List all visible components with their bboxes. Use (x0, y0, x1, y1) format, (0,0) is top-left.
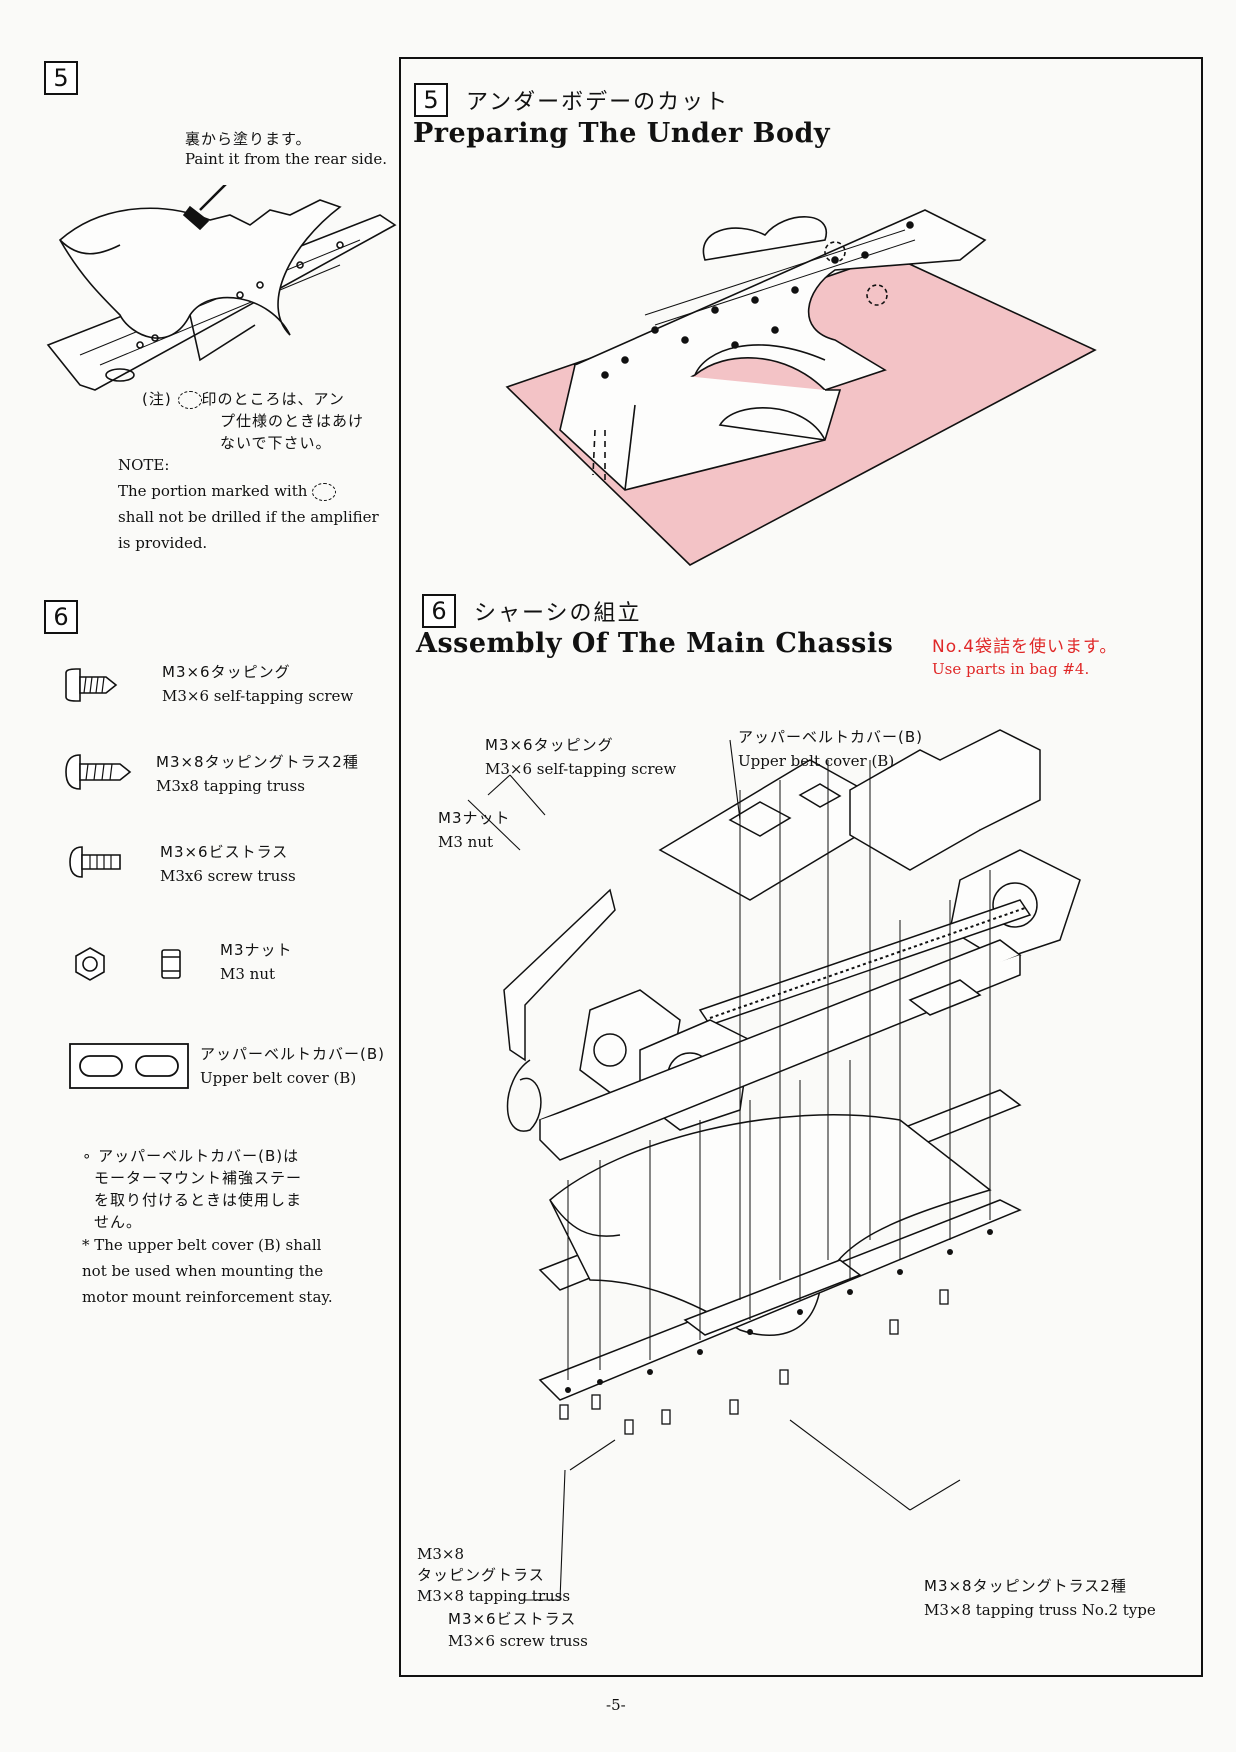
part-self-tapping-screw: M3×6タッピング M3×6 self-tapping screw (162, 663, 354, 705)
nut-icon (75, 947, 181, 981)
underbody-paint-figure (46, 185, 397, 391)
main-step5-title-jp: アンダーボデーのカット (466, 90, 730, 115)
step6-number-box: 6 (44, 600, 78, 634)
step5-caution-jp: (注) 印のところは、アン プ仕様のときはあけ ないで下さい。 (142, 390, 365, 452)
screw-truss-icon (69, 846, 121, 878)
dashed-circle-icon (312, 483, 337, 501)
underbody-cut-figure (505, 209, 1097, 566)
main-chassis-assembly-figure (467, 729, 1081, 1601)
part-nut: M3ナット M3 nut (220, 941, 293, 983)
page-number: -5- (606, 1696, 626, 1714)
part-screw-truss: M3×6ビストラス M3x6 screw truss (160, 843, 296, 885)
main-instruction-frame (399, 57, 1203, 1677)
main-step5-number-box: 5 (414, 83, 448, 117)
label-tapping-truss-no2: M3×8タッピングトラス2種 M3×8 tapping truss No.2 t… (924, 1577, 1156, 1619)
label-m3-nut: M3ナット M3 nut (438, 809, 511, 851)
main-step6-number-box: 6 (422, 594, 456, 628)
self-tapping-screw-icon (65, 668, 118, 702)
label-screw-truss: M3×6ビストラス M3×6 screw truss (448, 1610, 588, 1650)
label-self-tapping-screw: M3×6タッピング M3×6 self-tapping screw (485, 736, 677, 778)
bag-instruction-jp: No.4袋詰を使います。 (932, 637, 1118, 657)
step6-caution-en: * The upper belt cover (B) shall not be … (82, 1236, 333, 1306)
step6-caution-jp: ∘ アッパーベルトカバー(B)は モーターマウント補強ステー を取り付けるときは… (82, 1147, 303, 1231)
main-step6-title-jp: シャーシの組立 (474, 601, 642, 626)
belt-cover-icon (69, 1043, 189, 1089)
paint-instruction-en: Paint it from the rear side. (185, 150, 387, 168)
step5-number-box: 5 (44, 61, 78, 95)
label-upper-belt-cover: アッパーベルトカバー(B) Upper belt cover (B) (738, 728, 923, 770)
dashed-circle-icon (177, 390, 202, 409)
bag-instruction-en: Use parts in bag #4. (932, 660, 1090, 678)
main-step6-title-en: Assembly Of The Main Chassis (416, 628, 894, 659)
paint-instruction-jp: 裏から塗ります。 (185, 130, 312, 148)
label-tapping-truss-left: M3×8 タッピングトラス M3×8 tapping truss (417, 1545, 571, 1605)
part-tapping-truss: M3×8タッピングトラス2種 M3x8 tapping truss (156, 753, 359, 795)
part-belt-cover: アッパーベルトカバー(B) Upper belt cover (B) (200, 1045, 385, 1087)
main-step5-title-en: Preparing The Under Body (413, 118, 831, 149)
step5-note: NOTE: The portion marked with shall not … (118, 456, 379, 552)
tapping-truss-screw-icon (65, 754, 132, 790)
